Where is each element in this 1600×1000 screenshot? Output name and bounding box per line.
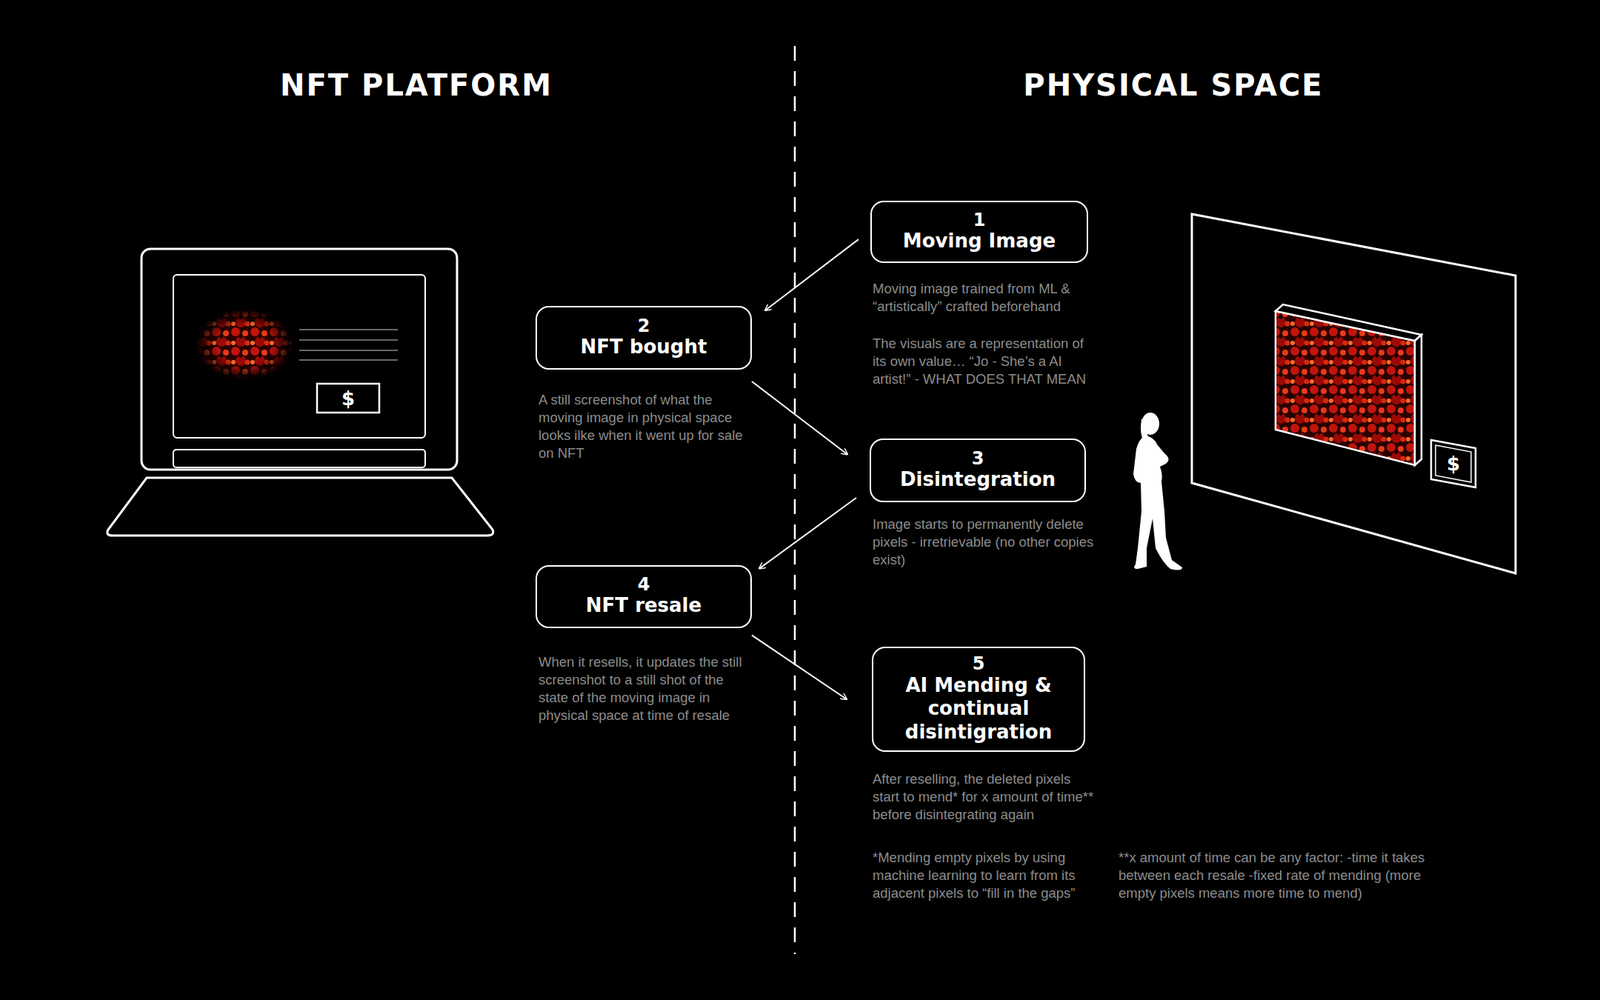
footnote: **x amount of time can be any factor: -t…	[1118, 848, 1430, 903]
step-title: Disintegration	[900, 468, 1056, 492]
gallery-wall	[1191, 214, 1516, 574]
step-number: 2	[637, 316, 651, 336]
step-note: Image starts to permanently delete pixel…	[872, 515, 1095, 569]
step-title: NFT bought	[580, 335, 708, 360]
price-plaque	[1431, 440, 1476, 488]
step-box: 2NFT bought	[535, 305, 752, 370]
step-note: The visuals are a representation of its …	[872, 334, 1095, 389]
flow-arrow	[751, 635, 847, 700]
section-heading: NFT PLATFORM	[231, 68, 602, 103]
visitor-silhouette	[1133, 412, 1183, 571]
step-number: 4	[637, 574, 651, 595]
footnote: *Mending empty pixels by using machine l…	[872, 848, 1095, 903]
step-box: 1Moving Image	[870, 200, 1089, 263]
artwork	[1275, 304, 1422, 466]
price-symbol: $	[1435, 446, 1472, 481]
laptop	[107, 248, 494, 536]
step-box: 5AI Mending & continual disintigration	[871, 646, 1086, 752]
step-note: When it resells, it updates the still sc…	[538, 653, 758, 725]
step-title: Moving Image	[902, 229, 1056, 254]
section-heading: PHYSICAL SPACE	[988, 68, 1359, 103]
step-number: 3	[971, 448, 985, 469]
nft-thumbnail	[194, 307, 295, 382]
step-note: A still screenshot of what the moving im…	[538, 391, 758, 463]
flow-arrow	[765, 239, 859, 311]
step-title: AI Mending & continual disintigration	[883, 674, 1074, 745]
step-number: 1	[973, 210, 986, 230]
step-title: NFT resale	[585, 594, 702, 618]
step-box: 3Disintegration	[869, 438, 1086, 503]
price-symbol: $	[317, 383, 380, 413]
flow-arrow	[759, 497, 857, 569]
step-note: Moving image trained from ML & “artistic…	[872, 280, 1095, 316]
flow-arrow	[751, 381, 848, 455]
step-box: 4NFT resale	[535, 565, 752, 629]
divider	[794, 45, 797, 955]
step-note: After reselling, the deleted pixels star…	[872, 770, 1095, 824]
step-number: 5	[972, 654, 986, 674]
